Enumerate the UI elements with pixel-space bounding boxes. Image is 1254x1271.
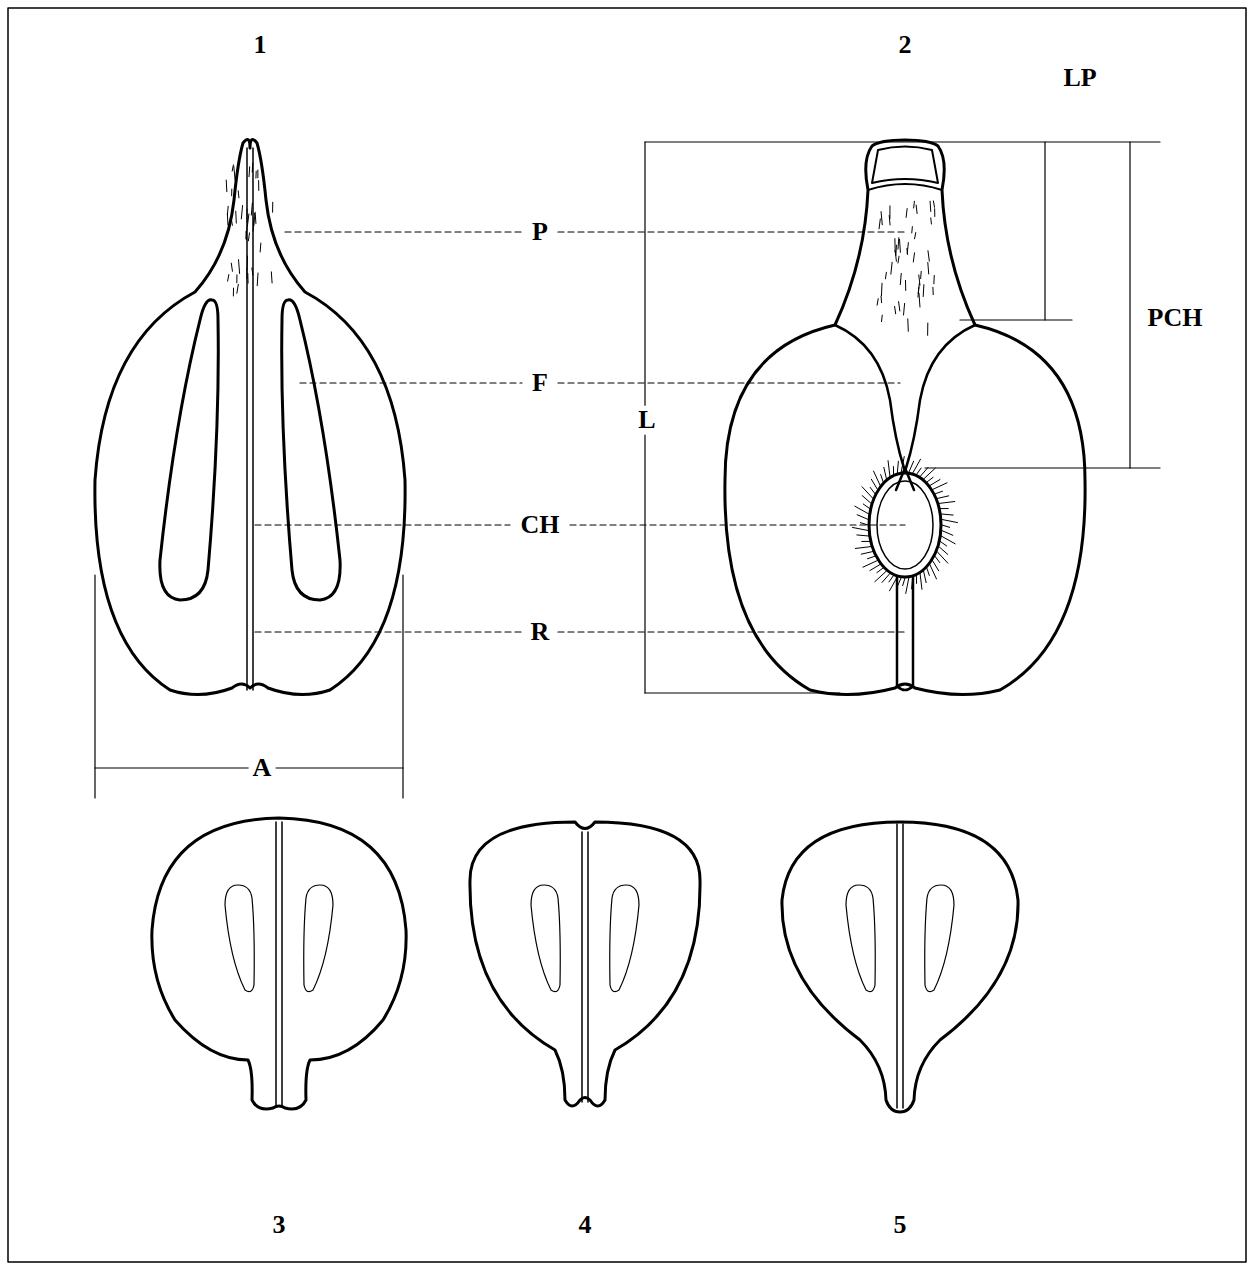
figure-number: 5 <box>890 1211 911 1240</box>
part-label: P <box>528 218 552 247</box>
part-label: R <box>527 618 554 647</box>
figure-number: 1 <box>250 31 271 60</box>
figure-number: 3 <box>269 1211 290 1240</box>
dimension-label: A <box>249 754 276 783</box>
part-label: F <box>528 369 552 398</box>
dimension-label: PCH <box>1144 304 1207 333</box>
figure-number: 2 <box>895 31 916 60</box>
dimension-label: LP <box>1059 64 1100 93</box>
part-label: CH <box>517 511 564 540</box>
figure-number: 4 <box>575 1211 596 1240</box>
dimension-label: L <box>634 406 659 435</box>
